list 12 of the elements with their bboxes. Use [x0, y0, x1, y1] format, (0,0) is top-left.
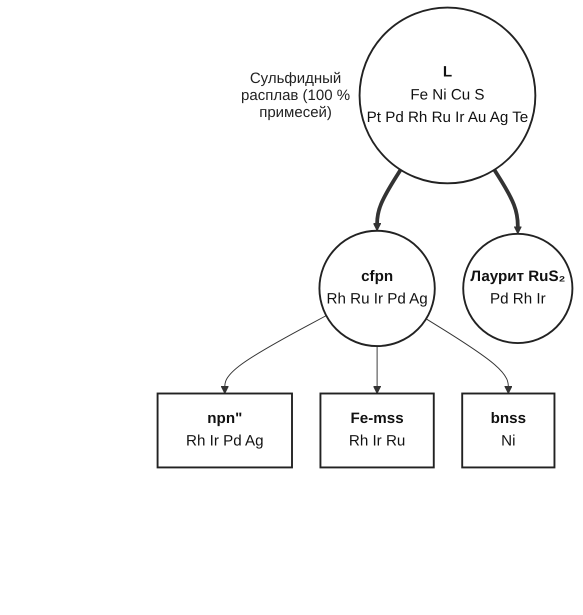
node-box: npn" Rh Ir Pd Ag	[156, 392, 293, 468]
node-caption: Сульфидный расплав (100 % примесей)	[240, 70, 352, 121]
node-circle: cfpn Rh Ru Ir Pd Ag	[318, 230, 436, 348]
node-box: Fe-mss Rh Ir Ru	[319, 392, 435, 468]
node-circle: L Fe Ni Cu S Pt Pd Rh Ru Ir Au Ag Te	[358, 6, 536, 184]
node-box: bnss Ni	[461, 392, 556, 468]
node-circle: Лаурит RuS₂ Pd Rh Ir	[462, 232, 574, 344]
arrow	[426, 318, 512, 394]
arrow	[492, 168, 522, 234]
arrow	[220, 315, 327, 394]
arrow	[372, 346, 382, 394]
arrow	[372, 168, 402, 232]
